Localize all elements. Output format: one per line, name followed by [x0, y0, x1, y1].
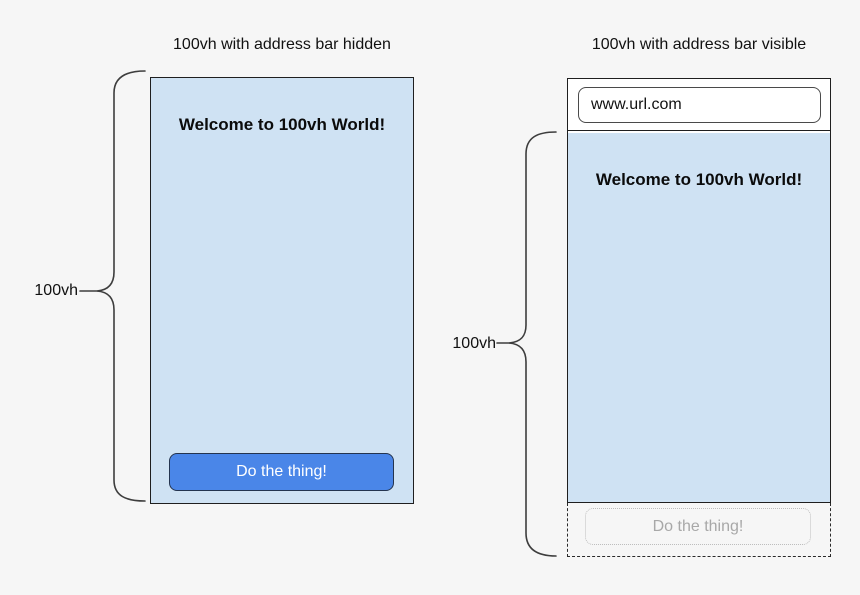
url-input[interactable]: www.url.com [578, 87, 821, 123]
address-bar: www.url.com [568, 79, 830, 131]
right-welcome-heading: Welcome to 100vh World! [595, 169, 803, 189]
right-viewport: Welcome to 100vh World! [568, 132, 830, 502]
right-brace-icon [496, 131, 557, 557]
right-figure-title: 100vh with address bar visible [591, 36, 807, 53]
do-the-thing-button[interactable]: Do the thing! [169, 453, 394, 491]
right-phone: www.url.com Welcome to 100vh World! [567, 78, 831, 503]
offscreen-region: Do the thing! [567, 503, 831, 557]
left-brace-icon [79, 70, 146, 502]
offscreen-do-the-thing-button[interactable]: Do the thing! [585, 508, 811, 545]
left-welcome-heading: Welcome to 100vh World! [178, 115, 386, 134]
left-figure-title: 100vh with address bar hidden [173, 36, 391, 53]
left-viewport: Welcome to 100vh World! Do the thing! [150, 77, 414, 504]
right-100vh-label: 100vh [452, 335, 496, 352]
left-100vh-label: 100vh [34, 282, 78, 299]
